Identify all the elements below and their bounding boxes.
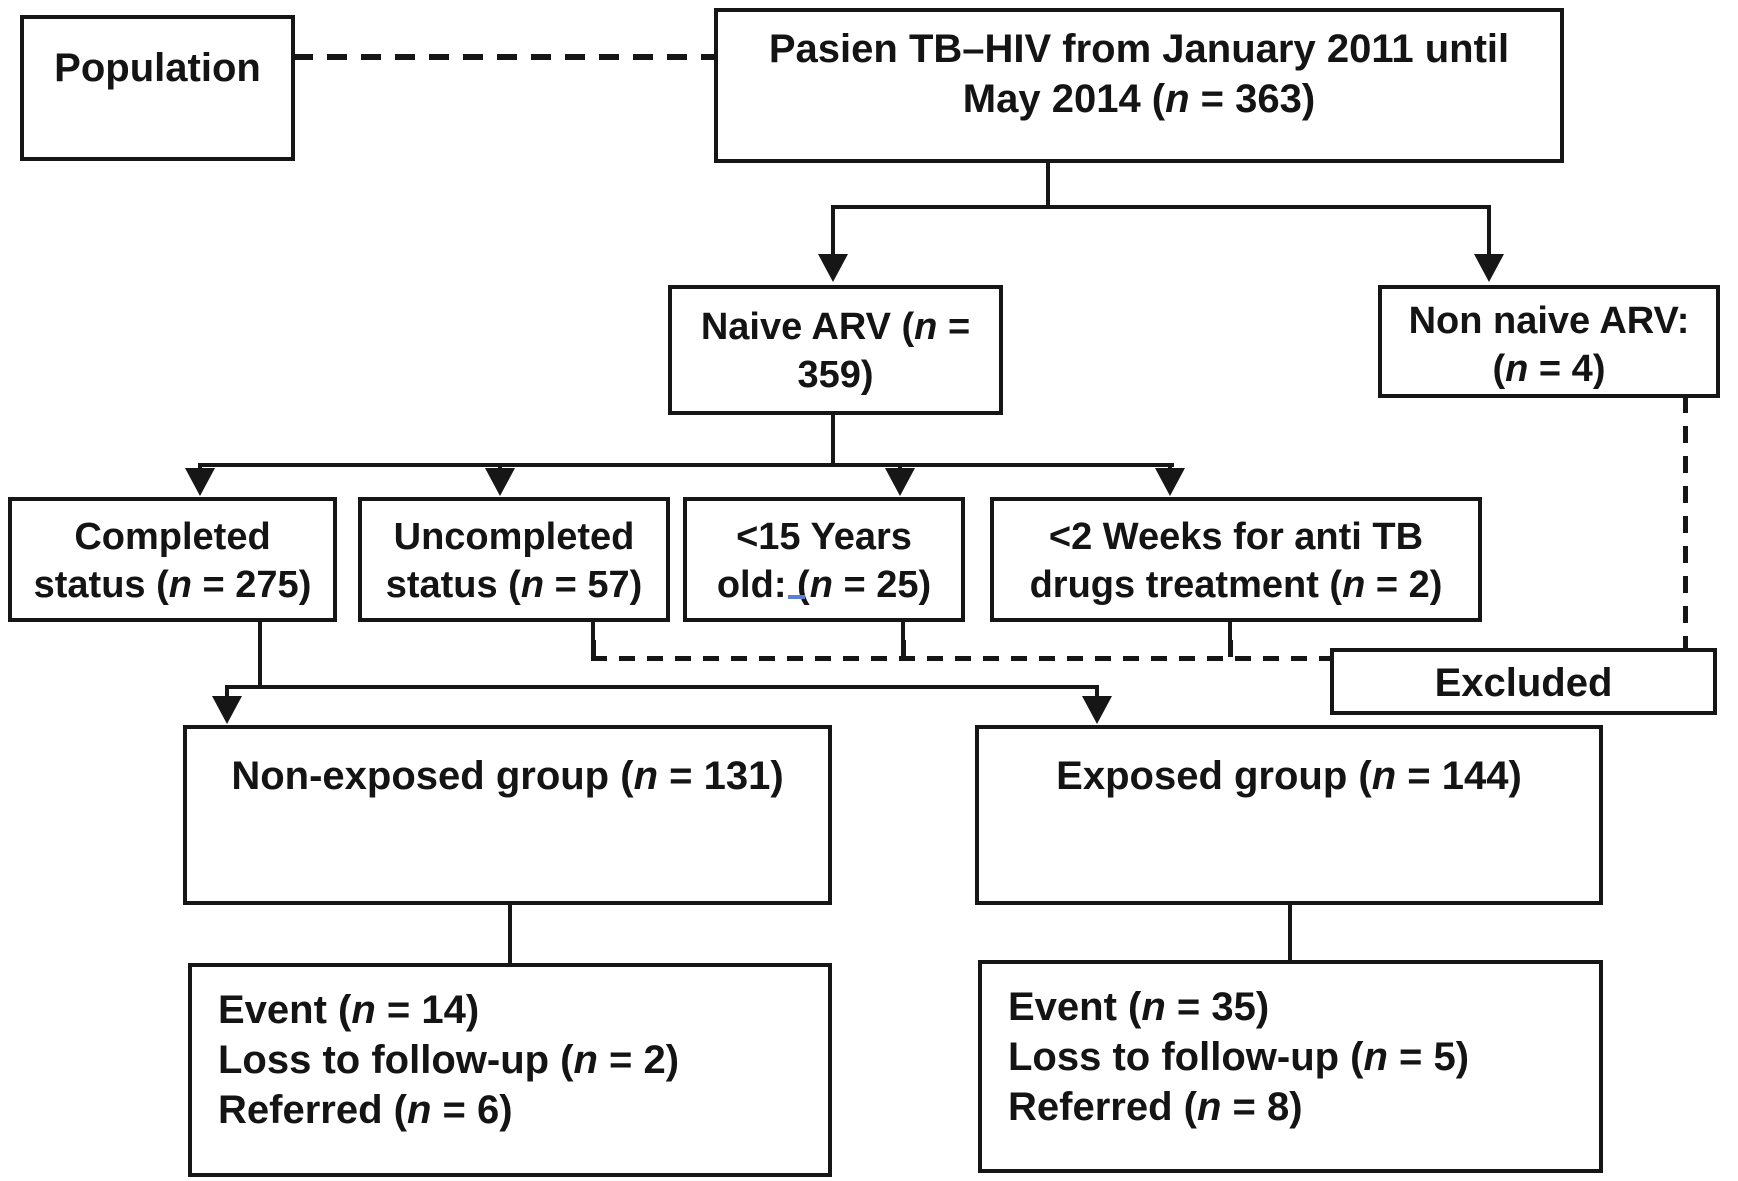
edge-main-naive-shaft bbox=[831, 205, 835, 257]
completed-line1: Completed bbox=[74, 516, 271, 558]
edge-population-main-dashed bbox=[293, 54, 716, 60]
node-main: Pasien TB–HIV from January 2011 until Ma… bbox=[714, 8, 1564, 163]
edge-to-exposed-shaft bbox=[1095, 685, 1099, 700]
node-under-15-years: <15 Years old: (n = 25) bbox=[683, 497, 965, 622]
outcome-left-line-2: Loss to follow-up (n = 2) bbox=[218, 1038, 680, 1082]
years-line1: <15 Years bbox=[736, 516, 912, 558]
edge-nonexposed-outcome bbox=[508, 901, 512, 965]
blue-underline-artifact bbox=[788, 595, 805, 599]
edge-weeks-stub bbox=[1228, 618, 1232, 640]
outcome-right-line-1: Event (n = 35) bbox=[1008, 985, 1270, 1029]
edge-group-split-horizontal bbox=[225, 685, 1099, 689]
weeks-line2: drugs treatment (n = 2) bbox=[1029, 564, 1443, 606]
node-naive-arv: Naive ARV (n = 359) bbox=[668, 285, 1003, 415]
arrowhead-to-weeks bbox=[1155, 468, 1185, 496]
edge-naive-drop bbox=[831, 413, 835, 467]
edge-weeks-stub-dashed bbox=[1228, 640, 1233, 661]
edge-naive-split-horizontal bbox=[198, 463, 1174, 467]
arrowhead-to-uncompleted bbox=[485, 468, 515, 496]
node-outcome-exposed: Event (n = 35) Loss to follow-up (n = 5)… bbox=[978, 960, 1603, 1173]
nonexposed-label: Non-exposed group (n = 131) bbox=[231, 754, 784, 798]
edge-main-drop bbox=[1046, 161, 1050, 209]
completed-line2: status (n = 275) bbox=[33, 564, 312, 606]
edge-exposed-outcome bbox=[1288, 901, 1292, 962]
arrowhead-to-years bbox=[885, 468, 915, 496]
outcome-right-line-3: Referred (n = 8) bbox=[1008, 1085, 1303, 1129]
arrowhead-to-completed bbox=[185, 468, 215, 496]
main-line2: May 2014 (n = 363) bbox=[962, 77, 1316, 121]
edge-years-stub bbox=[901, 618, 905, 640]
edge-main-nonnaive-shaft bbox=[1487, 205, 1491, 257]
years-line2: old: (n = 25) bbox=[716, 564, 932, 606]
main-line1: Pasien TB–HIV from January 2011 until bbox=[768, 27, 1510, 71]
node-excluded: Excluded bbox=[1330, 648, 1717, 715]
node-population: Population bbox=[20, 15, 295, 161]
edge-main-split-horizontal bbox=[831, 205, 1491, 209]
nonnaive-line2: (n = 4) bbox=[1492, 348, 1606, 390]
arrowhead-to-nonnaive bbox=[1474, 254, 1504, 282]
edge-uncompleted-stub-dashed bbox=[591, 640, 596, 661]
uncompleted-line1: Uncompleted bbox=[393, 516, 635, 558]
weeks-line1: <2 Weeks for anti TB bbox=[1048, 516, 1424, 558]
node-uncompleted-status: Uncompleted status (n = 57) bbox=[358, 497, 670, 622]
arrowhead-to-nonexposed bbox=[212, 696, 242, 724]
outcome-right-line-2: Loss to follow-up (n = 5) bbox=[1008, 1035, 1470, 1079]
naive-line1: Naive ARV (n = bbox=[700, 306, 971, 348]
node-outcome-non-exposed: Event (n = 14) Loss to follow-up (n = 2)… bbox=[188, 963, 832, 1177]
outcome-left-line-3: Referred (n = 6) bbox=[218, 1088, 513, 1132]
node-non-exposed-group: Non-exposed group (n = 131) bbox=[183, 725, 832, 905]
edge-uncompleted-stub bbox=[591, 618, 595, 640]
edge-years-stub-dashed bbox=[901, 640, 906, 661]
edge-nonnaive-excluded-dashed bbox=[1683, 396, 1688, 650]
exposed-label: Exposed group (n = 144) bbox=[1056, 754, 1522, 798]
nonnaive-line1: Non naive ARV: bbox=[1408, 300, 1690, 342]
node-under-2-weeks: <2 Weeks for anti TB drugs treatment (n … bbox=[990, 497, 1482, 622]
arrowhead-to-exposed bbox=[1082, 696, 1112, 724]
arrowhead-to-naive bbox=[818, 254, 848, 282]
node-exposed-group: Exposed group (n = 144) bbox=[975, 725, 1603, 905]
naive-line2: 359) bbox=[797, 354, 874, 396]
population-label: Population bbox=[54, 46, 261, 90]
edge-excluded-dashed-horizontal bbox=[591, 656, 1332, 661]
excluded-label: Excluded bbox=[1434, 661, 1613, 705]
node-non-naive-arv: Non naive ARV: (n = 4) bbox=[1378, 285, 1720, 398]
edge-to-nonexposed-shaft bbox=[225, 685, 229, 700]
edge-completed-drop bbox=[258, 618, 262, 689]
outcome-left-line-1: Event (n = 14) bbox=[218, 988, 480, 1032]
uncompleted-line2: status (n = 57) bbox=[385, 564, 643, 606]
node-completed-status: Completed status (n = 275) bbox=[8, 497, 337, 622]
